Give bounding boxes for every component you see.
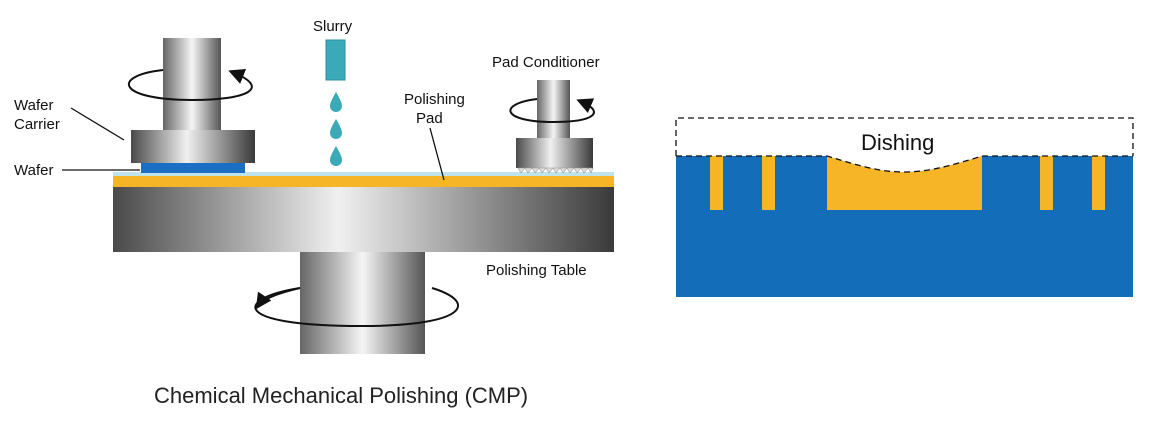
dishing-label: Dishing (861, 130, 934, 155)
polishing-pad-leader (429, 127, 445, 181)
pad-conditioner-head (516, 138, 593, 168)
wafer-label: Wafer (14, 162, 53, 179)
metal-line (710, 156, 723, 210)
metal-line (762, 156, 775, 210)
polishing-table-label: Polishing Table (486, 262, 587, 279)
table-shaft (300, 252, 425, 354)
slurry-label: Slurry (313, 18, 353, 35)
conditioner-rotation-arrow (509, 98, 595, 124)
wafer-carrier-label-line1: Wafer (14, 97, 53, 114)
wafer-carrier-label-line2: Carrier (14, 116, 60, 133)
pad-conditioner-label: Pad Conditioner (492, 54, 600, 71)
slurry-drops (330, 92, 342, 166)
dished-metal-pad (827, 156, 982, 210)
pad-conditioner-shaft (537, 80, 570, 138)
slurry-film (113, 172, 614, 176)
wafer-carrier-leader (70, 107, 125, 141)
slurry-drop (330, 146, 342, 166)
polishing-table (113, 187, 614, 252)
wafer-carrier-shaft (163, 38, 221, 130)
polishing-pad (113, 176, 614, 187)
metal-line (1040, 156, 1053, 210)
wafer (141, 163, 245, 173)
polishing-pad-label-line1: Polishing (404, 91, 465, 108)
wafer-carrier-head (131, 130, 255, 163)
cmp-caption: Chemical Mechanical Polishing (CMP) (154, 383, 528, 408)
cmp-equipment: Slurry Pad Conditioner Wafer Carrier Pol… (14, 18, 614, 408)
metal-line (1092, 156, 1105, 210)
table-rotation-arrowhead (255, 287, 301, 310)
slurry-drop (330, 92, 342, 112)
pad-conditioner-teeth (517, 167, 594, 174)
slurry-drop (330, 119, 342, 139)
dishing-cross-section: Dishing (675, 117, 1134, 297)
original-surface-outline (675, 117, 1134, 156)
surface-profile (676, 155, 1133, 173)
carrier-rotation-arrow (128, 69, 253, 102)
polishing-pad-label-line2: Pad (416, 110, 443, 127)
slurry-nozzle (325, 39, 346, 81)
dish-recess (827, 156, 982, 172)
